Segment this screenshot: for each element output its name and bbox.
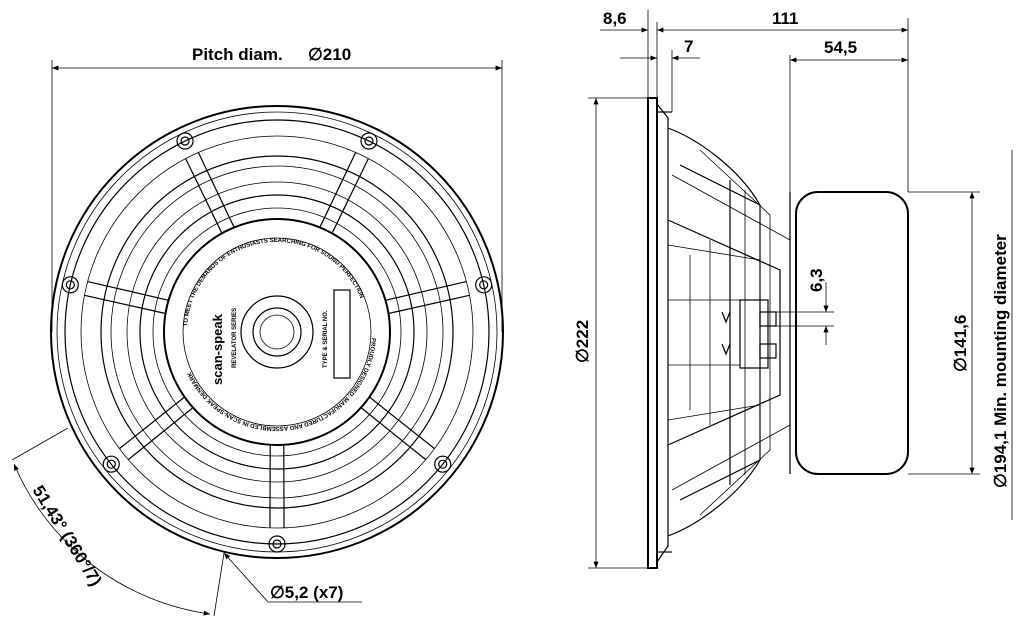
- mounting-holes: [61, 132, 493, 553]
- magnet-circle: [163, 218, 391, 446]
- dim-magnet-diam: ∅141,6: [951, 315, 970, 372]
- mounting-hole-boss: [176, 132, 194, 150]
- mounting-hole-boss: [475, 276, 493, 294]
- frame-spokes: [84, 152, 470, 528]
- dim-depth: 111: [772, 9, 799, 28]
- spoke-line: [388, 294, 470, 315]
- dim-mounting: ∅194,1 Min. mounting diameter: [991, 234, 1010, 488]
- spoke-line: [331, 158, 369, 234]
- pitch-value: ∅210: [308, 45, 351, 64]
- ring-text-top: TO MEET THE DEMANDS OF ENTHUSIASTS SEARC…: [183, 238, 364, 327]
- mounting-hole-boss: [360, 132, 378, 150]
- frame-outer-circle: [50, 105, 504, 559]
- mounting-hole-boss: [268, 535, 286, 553]
- flange: [647, 97, 658, 569]
- mounting-hole: [438, 459, 448, 469]
- front-view: TO MEET THE DEMANDS OF ENTHUSIASTS SEARC…: [11, 45, 504, 617]
- dim-magnet: 54,5: [824, 38, 857, 57]
- dim-terminal: 6,3: [807, 268, 826, 292]
- dim-flange: 8,6: [603, 9, 627, 28]
- spoke-line: [385, 280, 467, 301]
- spoke-line: [87, 280, 169, 301]
- spoke-line: [369, 396, 435, 450]
- brand-logo: scan-speak: [210, 313, 225, 385]
- mounting-hole: [479, 280, 489, 290]
- spoke-line: [185, 158, 223, 234]
- terminal-minus: [759, 343, 777, 359]
- spoke-line: [319, 152, 357, 228]
- mounting-hole-boss: [434, 455, 452, 473]
- dim-seat: 7: [684, 37, 693, 56]
- mounting-hole: [272, 539, 282, 549]
- spoke-line: [197, 152, 235, 228]
- spoke-line: [119, 396, 185, 450]
- mounting-hole-boss: [61, 276, 79, 294]
- dim-overall: ∅222: [573, 320, 592, 363]
- angle-label: 51,43° (360°/7): [29, 482, 106, 589]
- spoke-line: [84, 294, 166, 315]
- side-view: 8,6 111 7 54,5 ∅222 ∅141,6 ∅194,1 Min. m…: [573, 9, 1013, 569]
- pitch-label: Pitch diam.: [192, 45, 283, 64]
- pole-piece: [240, 295, 314, 369]
- serial-box: [333, 289, 351, 379]
- mounting-hole: [65, 280, 75, 290]
- hole-label: ∅5,2 (x7): [270, 583, 343, 602]
- series-text: REVELATOR SERIES: [232, 308, 238, 368]
- terminal-block: [739, 299, 769, 369]
- mounting-hole: [180, 136, 190, 146]
- serial-label: TYPE & SERIAL NO.: [323, 310, 329, 368]
- angle-dim-arc: [13, 463, 211, 616]
- spoke-line: [360, 407, 427, 461]
- spoke-line: [127, 407, 194, 461]
- mounting-hole: [364, 136, 374, 146]
- magnet-side: [795, 191, 909, 475]
